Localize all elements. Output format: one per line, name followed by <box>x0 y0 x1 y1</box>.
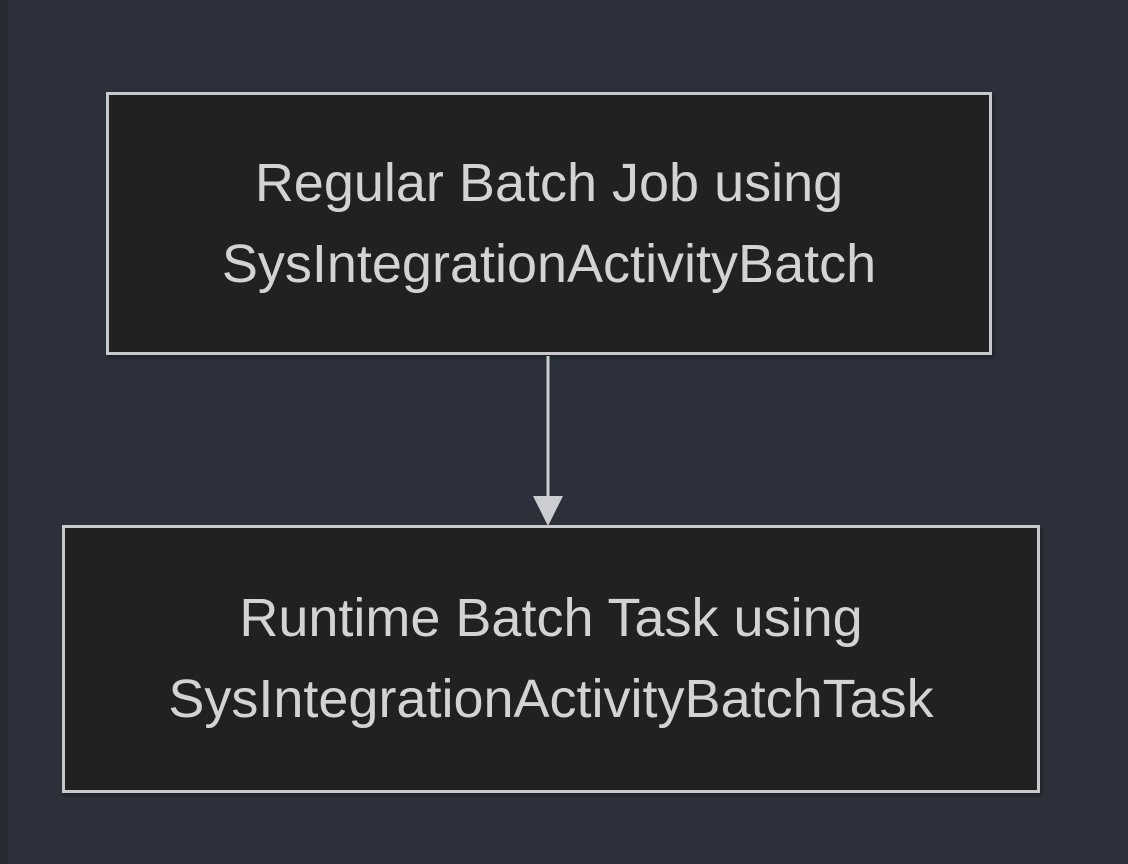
node-runtime-batch-task-line1: Runtime Batch Task using <box>239 588 863 648</box>
connector-arrow-down-icon <box>533 356 563 526</box>
node-runtime-batch-task: Runtime Batch Task using SysIntegrationA… <box>62 525 1040 793</box>
node-regular-batch-job-line1: Regular Batch Job using <box>254 152 844 213</box>
node-regular-batch-job: Regular Batch Job using SysIntegrationAc… <box>106 92 992 355</box>
node-runtime-batch-task-line2: SysIntegrationActivityBatchTask <box>168 669 934 729</box>
left-edge-strip <box>0 0 8 864</box>
node-regular-batch-job-line2: SysIntegrationActivityBatch <box>221 233 877 294</box>
connector-arrowhead-icon <box>533 496 563 526</box>
